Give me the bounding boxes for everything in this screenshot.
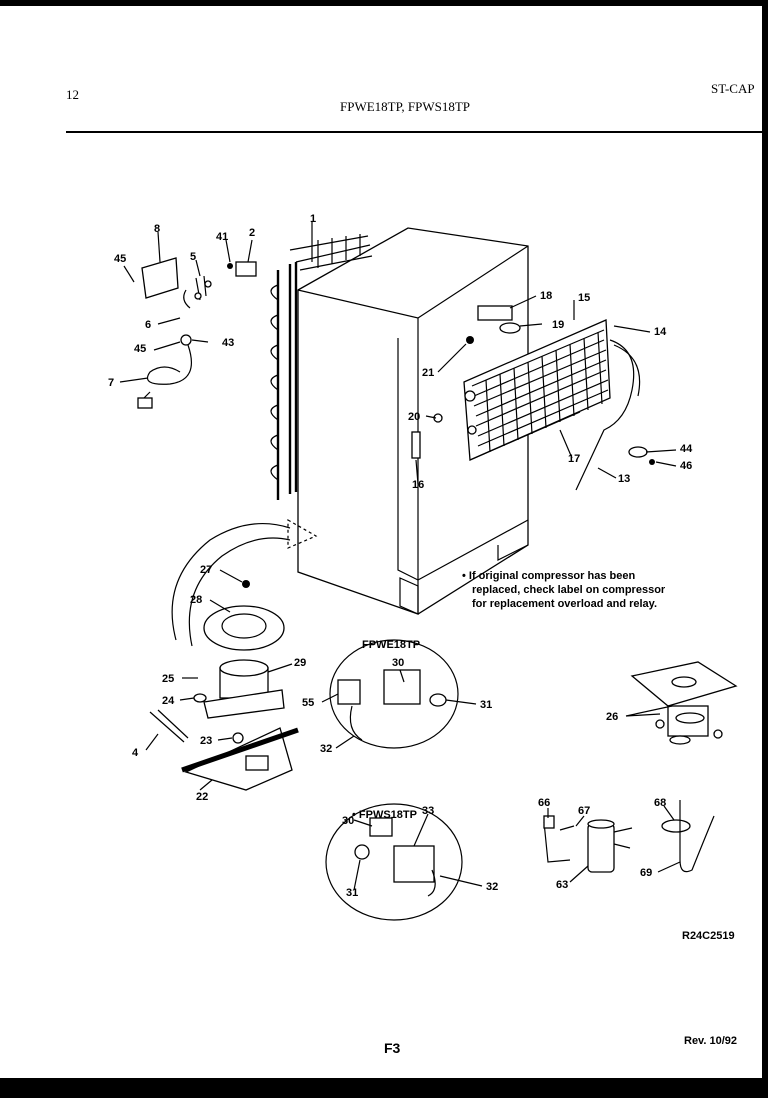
label-28: 28 xyxy=(190,594,202,606)
label-66: 66 xyxy=(538,797,550,809)
label-69: 69 xyxy=(640,867,652,879)
label-25: 25 xyxy=(162,673,174,685)
inset-fpwe18tp xyxy=(329,639,459,749)
label-68: 68 xyxy=(654,797,666,809)
label-32: 32 xyxy=(320,743,332,755)
note-line-2: replaced, check label on compressor xyxy=(472,584,666,596)
note-line-3: for replacement overload and relay. xyxy=(472,598,657,610)
label-23: 23 xyxy=(200,735,212,747)
part-labels: 1 2 41 8 45 5 6 45 43 7 18 15 19 14 21 2… xyxy=(108,213,693,899)
page-number: 12 xyxy=(66,87,79,102)
label-13: 13 xyxy=(618,473,630,485)
label-55: 55 xyxy=(302,697,314,709)
label-2: 2 xyxy=(249,227,255,239)
bracket-8 xyxy=(141,257,179,299)
clip-2-41 xyxy=(227,261,257,277)
power-cord-7 xyxy=(137,334,192,409)
label-44: 44 xyxy=(680,443,693,455)
label-5: 5 xyxy=(190,251,196,263)
drawing-id: R24C2519 xyxy=(682,930,735,942)
label-43: 43 xyxy=(222,337,234,349)
label-1: 1 xyxy=(310,213,316,225)
compressor-arrow xyxy=(171,518,318,647)
label-26: 26 xyxy=(606,711,618,723)
revision: Rev. 10/92 xyxy=(684,1035,738,1047)
label-19: 19 xyxy=(552,319,564,331)
condenser-coil xyxy=(270,234,373,500)
label-63: 63 xyxy=(556,879,568,891)
inset-fpws18tp xyxy=(325,803,463,921)
label-4: 4 xyxy=(132,747,139,759)
header-rule xyxy=(66,131,762,133)
relay-assembly-26 xyxy=(630,661,738,745)
label-30: 30 xyxy=(392,657,404,669)
label-45-mid: 45 xyxy=(134,343,146,355)
label-6: 6 xyxy=(145,319,151,331)
compressor-assembly xyxy=(149,580,299,791)
label-46: 46 xyxy=(680,460,692,472)
label-29: 29 xyxy=(294,657,306,669)
thermostat-parts xyxy=(183,275,212,309)
label-31b: 31 xyxy=(346,887,358,899)
section-code: ST-CAP xyxy=(711,81,755,96)
bottom-border xyxy=(0,1078,768,1098)
label-20: 20 xyxy=(408,411,420,423)
models-title: FPWE18TP, FPWS18TP xyxy=(340,99,471,114)
leader-lines xyxy=(119,222,681,891)
label-32b: 32 xyxy=(486,881,498,893)
label-30b: 30 xyxy=(342,815,354,827)
label-45-top: 45 xyxy=(114,253,126,265)
label-31: 31 xyxy=(480,699,492,711)
label-17: 17 xyxy=(568,453,580,465)
parts-44-46 xyxy=(628,446,655,465)
label-21: 21 xyxy=(422,367,434,379)
label-8: 8 xyxy=(154,223,160,235)
inset-label-fpws18tp: • FPWS18TP xyxy=(352,809,417,821)
label-24: 24 xyxy=(162,695,175,707)
label-67: 67 xyxy=(578,805,590,817)
label-18: 18 xyxy=(540,290,552,302)
label-14: 14 xyxy=(654,326,667,338)
label-22: 22 xyxy=(196,791,208,803)
page-code: F3 xyxy=(384,1040,401,1056)
label-33: 33 xyxy=(422,805,434,817)
label-7: 7 xyxy=(108,377,114,389)
clips-18-19 xyxy=(411,305,521,459)
note-line-1: • If original compressor has been xyxy=(462,570,635,582)
label-16: 16 xyxy=(412,479,424,491)
right-border xyxy=(762,0,768,1098)
label-41: 41 xyxy=(216,231,228,243)
inset-label-fpwe18tp: FPWE18TP xyxy=(362,639,420,651)
cabinet xyxy=(297,227,529,615)
capacitor-parts xyxy=(543,800,715,873)
top-border xyxy=(0,0,768,6)
label-15: 15 xyxy=(578,292,590,304)
evaporator xyxy=(463,319,641,491)
label-27: 27 xyxy=(200,564,212,576)
